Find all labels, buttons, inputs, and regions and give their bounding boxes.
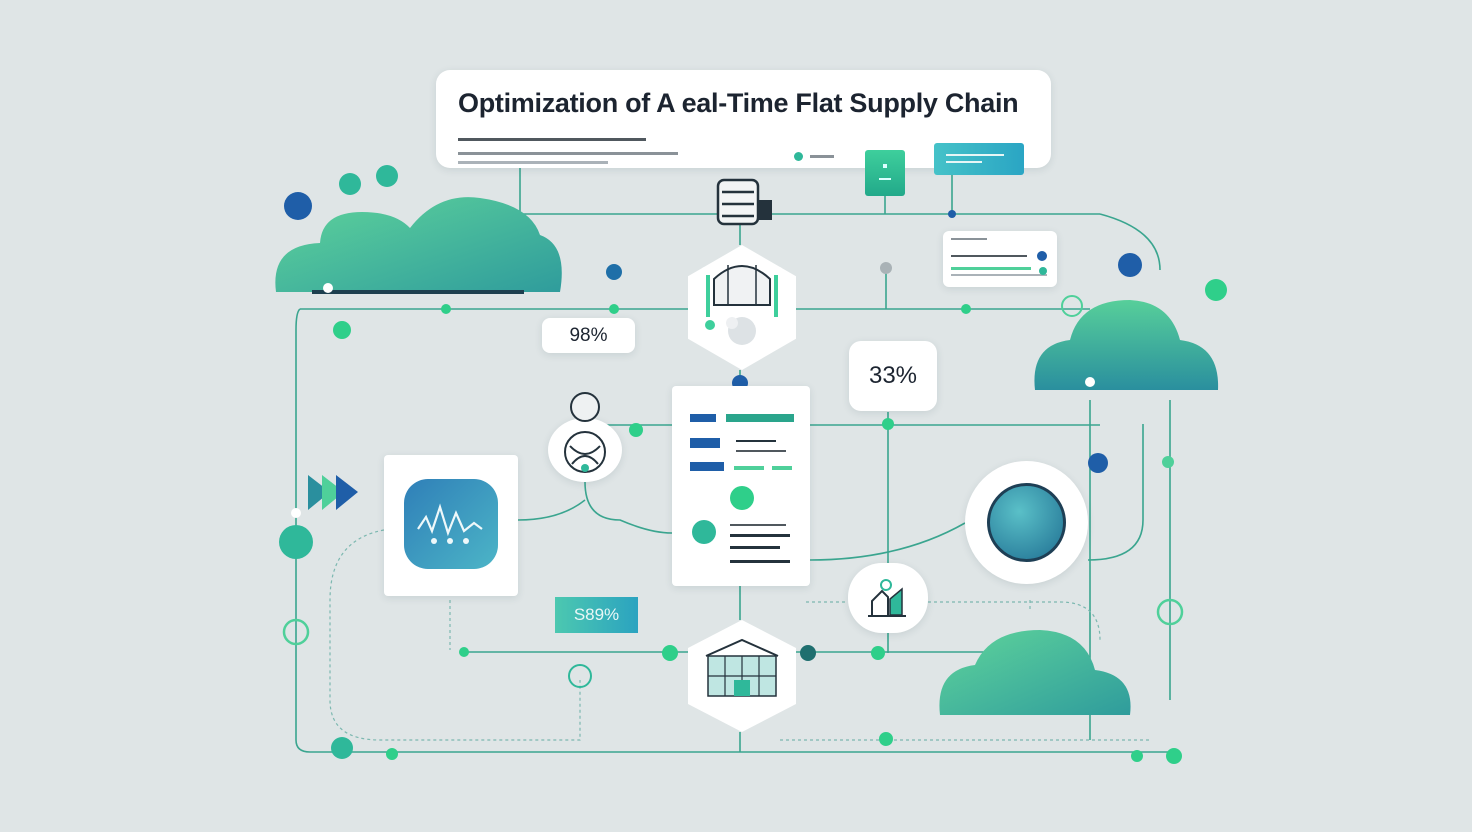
- house-card: [848, 563, 928, 633]
- title-card: Optimization of A eal-Time Flat Supply C…: [436, 70, 1051, 168]
- robot-icon: [702, 265, 782, 345]
- page-title: Optimization of A eal-Time Flat Supply C…: [458, 88, 1019, 118]
- cloud-icon: [1034, 300, 1219, 390]
- building-icon: [705, 638, 779, 697]
- globe-card: [965, 461, 1088, 584]
- app-waveform-icon: [404, 479, 498, 569]
- metric-badge: S89%: [555, 597, 638, 633]
- document-card: [672, 386, 810, 586]
- metric-badge: 98%: [542, 318, 635, 353]
- server-icon: [716, 178, 774, 226]
- person-icon: [564, 431, 606, 473]
- subtitle-line: [458, 161, 608, 164]
- cloud-icon: [275, 197, 562, 294]
- globe-icon: [987, 483, 1066, 562]
- info-card: [943, 231, 1057, 287]
- person-head-icon: [570, 392, 600, 422]
- teal-label-card: [934, 143, 1024, 175]
- subtitle-line: [458, 138, 646, 141]
- cloud-icon: [939, 630, 1131, 715]
- subtitle-line: [458, 152, 678, 155]
- robot-card: [688, 245, 796, 370]
- chevron-icon: [308, 475, 358, 510]
- app-card: [384, 455, 518, 596]
- metric-badge: 33%: [849, 341, 937, 411]
- house-icon: [868, 579, 906, 617]
- status-dot: [794, 152, 803, 161]
- person-card: [548, 418, 622, 482]
- green-label-card: [865, 150, 905, 196]
- building-card: [688, 620, 796, 732]
- status-line: [810, 155, 834, 158]
